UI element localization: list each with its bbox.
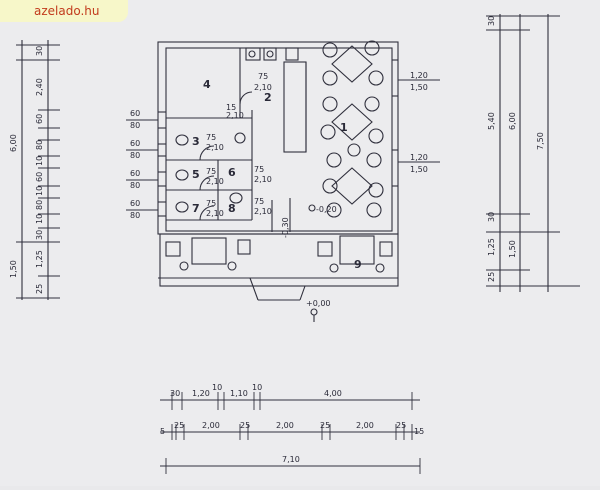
left-dim-seg-5: 60 [35,172,44,182]
left-dim-seg-8: 10 [35,214,44,224]
left-dim-seg-0: 30 [35,46,44,56]
left-dim-seg-14: 25 [35,284,44,294]
right-dim-small-3: 25 [487,272,496,282]
win-left-3-w: 60 [130,169,140,178]
terrace [159,233,399,287]
left-dim-seg-4: 10 [35,156,44,166]
win-left-2-h: 80 [130,151,140,160]
door-6-height: 2,10 [254,175,272,184]
door-7-height: 2,10 [206,209,224,218]
left-dim-seg-2: 60 [35,114,44,124]
left-dim-seg-3: 80 [35,140,44,150]
bottom-row2-1: 25 [174,421,184,430]
bottom-row2-8: 15 [414,427,424,436]
left-dim-seg-13: 1,25 [35,250,44,268]
level-below: -0,30 [281,217,290,238]
door-2-height: 2,10 [226,111,244,120]
left-dim-seg-1: 2,40 [35,78,44,96]
bottom-row2-6: 2,00 [356,421,374,430]
win-left-4-w: 60 [130,199,140,208]
door-8-width: 75 [254,197,264,206]
right-dim-outer: 7,50 [536,132,545,150]
door-3-width: 75 [206,133,216,142]
door-5-height: 2,10 [206,177,224,186]
left-dim-total-top: 6,00 [9,134,18,152]
win-left-4-h: 80 [130,211,140,220]
bottom-row1-0: 30 [170,389,180,398]
win-right-2-w: 1,20 [410,153,428,162]
right-dim-small-0: 30 [487,16,496,26]
room-label-7: 7 [192,202,200,215]
room-label-1: 1 [340,121,348,134]
door-5-width: 75 [206,167,216,176]
level-entry: +0,00 [306,299,331,308]
right-dim-small-2: 1,50 [508,240,517,258]
bottom-row2-4: 2,00 [276,421,294,430]
win-left-3-h: 80 [130,181,140,190]
door-3-height: 2,10 [206,143,224,152]
bottom-row1-1: 1,20 [192,389,210,398]
door-4-width: 75 [258,72,268,81]
door-6-width: 75 [254,165,264,174]
win-right-1-w: 1,20 [410,71,428,80]
win-left-1-h: 80 [130,121,140,130]
level-terrace: -0,20 [316,205,337,214]
room-label-8: 8 [228,202,236,215]
bottom-row2-0: 5 [160,427,165,436]
room-label-6: 6 [228,166,236,179]
door-2-width: 15 [226,103,236,112]
room-label-3: 3 [192,135,200,148]
win-right-2-h: 1,50 [410,165,428,174]
watermark-text: azelado.hu [34,4,100,18]
room-label-2: 2 [264,91,272,104]
right-dim-small-1: 1,25 [487,238,496,256]
left-dim-seg-6: 10 [35,186,44,196]
win-left-1-w: 60 [130,109,140,118]
right-dim-small-0b: 30 [487,212,496,222]
bottom-row1-2: 10 [212,383,222,392]
room-label-5: 5 [192,168,200,181]
left-dim-seg-7: 80 [35,200,44,210]
right-dim-upper: 6,00 [508,112,517,130]
bottom-row1-4: 10 [252,383,262,392]
room-label-4: 4 [203,78,211,91]
door-7-width: 75 [206,199,216,208]
bottom-row2-7: 25 [396,421,406,430]
door-4-height: 2,10 [254,83,272,92]
left-dim-seg-12: 30 [35,230,44,240]
win-right-1-h: 1,50 [410,83,428,92]
door-8-height: 2,10 [254,207,272,216]
right-dim-inner: 5,40 [487,112,496,130]
bottom-total: 7,10 [282,455,300,464]
bottom-row2-3: 25 [240,421,250,430]
win-left-2-w: 60 [130,139,140,148]
watermark-badge: azelado.hu [0,0,128,22]
room-label-9: 9 [354,258,362,271]
bottom-row1-3: 1,10 [230,389,248,398]
left-dim-total-bottom: 1,50 [9,260,18,278]
bottom-row1-5: 4,00 [324,389,342,398]
bottom-row2-2: 2,00 [202,421,220,430]
bottom-row2-5: 25 [320,421,330,430]
